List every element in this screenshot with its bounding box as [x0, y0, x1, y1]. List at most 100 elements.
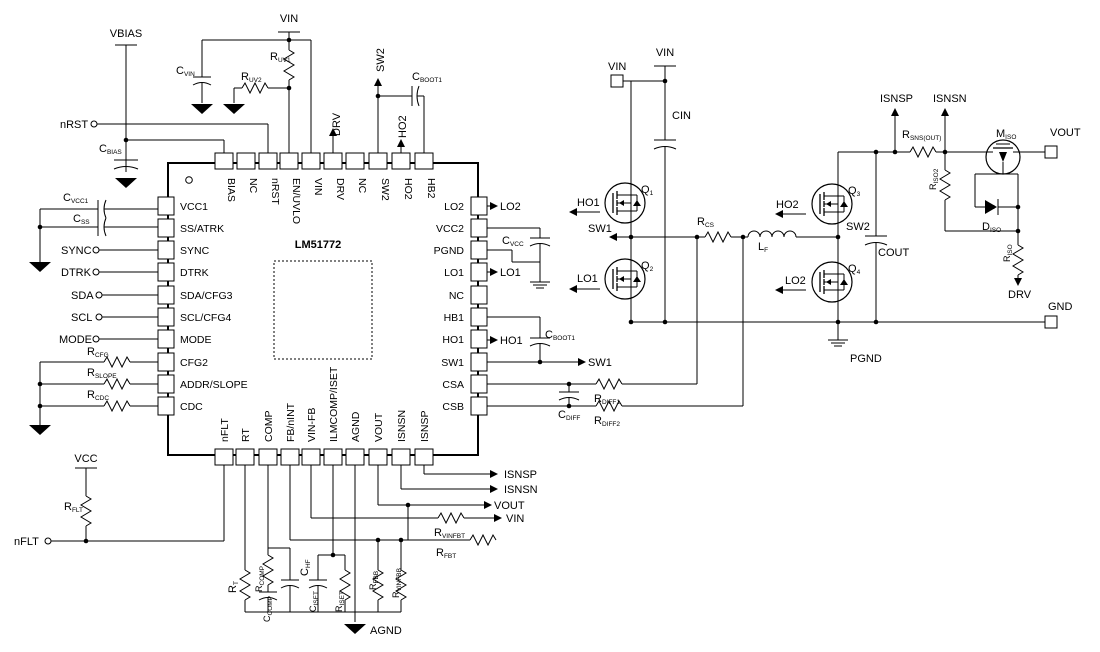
- left-pin-3: [157, 262, 175, 282]
- top-pin-label: EN/UVLO: [290, 178, 302, 224]
- cfg-resistors: RCFG RSLOPE RCDC: [29, 346, 158, 435]
- q1-label: Q1: [641, 184, 654, 197]
- scl-label: SCL: [71, 312, 92, 324]
- nflt-network: VCC RFLT nFLT: [14, 453, 225, 548]
- bottom-pin-2: [258, 448, 278, 466]
- bottom-pin-label: nFLT: [219, 418, 231, 442]
- ic-body: LM51772: [167, 162, 479, 456]
- left-pin-4: [157, 285, 175, 305]
- bottom-pin-8: [391, 448, 411, 466]
- mosfet-q1: Q1: [604, 182, 654, 224]
- sw2-top-label: SW2: [375, 48, 387, 72]
- ciset-label: CISET: [308, 591, 320, 612]
- left-pin-label: CDC: [180, 401, 203, 413]
- lo1-right-label: LO1: [500, 267, 521, 279]
- top-pin-5: [323, 152, 343, 170]
- vcc-label: VCC: [74, 453, 97, 465]
- left-pin-label: MODE: [180, 334, 212, 346]
- diso-label: DISO: [982, 221, 1001, 234]
- top-pin-label: HO2: [402, 178, 414, 200]
- drv-top-label: DRV: [331, 112, 343, 136]
- mosfet-q4: Q4: [811, 261, 861, 303]
- vin-divider: VIN RUV1 CVIN RUV2: [176, 13, 312, 153]
- csa-csb: RDIFF1 RDIFF2 CDIFF: [487, 237, 744, 428]
- bottom-pin-label: ILMCOMP/ISET: [328, 366, 340, 442]
- bottom-passives: RT RCOMP CCOMP CHF CISET RISET: [227, 465, 408, 637]
- top-pin-2: [258, 152, 278, 170]
- isnsn-bottom-label: ISNSN: [504, 484, 538, 496]
- vin-port: [610, 74, 624, 88]
- right-pin-label: HO1: [442, 334, 464, 346]
- ruv1-label: RUV1: [270, 51, 291, 64]
- right-pin-5: [470, 307, 488, 327]
- riso2-label: RISO2: [928, 168, 940, 190]
- vcc2-cap: CVCC: [487, 227, 551, 289]
- sync-label: SYNC: [61, 245, 92, 257]
- cbias-label: CBIAS: [99, 143, 122, 156]
- mosfet-q3: Q3: [811, 183, 861, 225]
- cvcc-label: CVCC: [502, 235, 524, 248]
- q2-label: Q2: [641, 260, 654, 273]
- top-pin-label: NC: [356, 178, 368, 194]
- left-pin-label: DTRK: [180, 267, 209, 279]
- gate-labels: HO1 LO1 HO2 LO2: [569, 197, 806, 294]
- top-pin-label: NC: [247, 178, 259, 194]
- vout-port-label: VOUT: [1050, 127, 1081, 139]
- sw1-right-label: SW1: [588, 357, 612, 369]
- bottom-pin-6: [345, 448, 365, 466]
- isnsp-top-label: ISNSP: [880, 93, 913, 105]
- sw2-top: SW2 CBOOT1: [374, 48, 442, 153]
- mosfet-q2: Q2: [604, 258, 654, 300]
- left-pin-6: [157, 329, 175, 349]
- rvinfbt-label: RVINFBT: [434, 527, 465, 540]
- rflt-label: RFLT: [64, 501, 83, 514]
- left-pin-label: VCC1: [180, 201, 208, 213]
- bottom-pin-0: [214, 448, 234, 466]
- right-pin-label: HB1: [444, 312, 465, 324]
- top-pin-9: [414, 152, 434, 170]
- lf-label: LF: [758, 241, 768, 254]
- ho2-gate-label: HO2: [776, 199, 799, 211]
- dtrk-label: DTRK: [61, 267, 92, 279]
- bottom-pin-label: FB/nINT: [285, 402, 297, 442]
- top-pin-label: nRST: [269, 178, 281, 205]
- top-pin-label: DRV: [334, 178, 346, 200]
- lo1-gate-label: LO1: [577, 273, 598, 285]
- rvinfbb-label: RVINFBB: [391, 568, 403, 598]
- top-pin-4: [301, 152, 321, 170]
- bottom-pin-1: [235, 448, 255, 466]
- top-pin-7: [368, 152, 388, 170]
- rdiff1-label: RDIFF1: [594, 393, 620, 406]
- vin-port-label: VIN: [608, 61, 626, 73]
- top-pin-label: SW2: [379, 178, 391, 201]
- top-pin-8: [391, 152, 411, 170]
- output-stage: COUT PGND RSNS(OUT) ISNSP ISNSN RISO2: [827, 93, 1081, 365]
- bottom-pin-label: AGND: [350, 411, 362, 442]
- left-pin-label: SS/ATRK: [180, 223, 224, 235]
- vcc1-ss-caps: CVCC1 CSS: [29, 192, 158, 272]
- ho2-top-label: HO2: [397, 115, 409, 138]
- gnd-port: [1044, 315, 1058, 329]
- sw1-node-label: SW1: [588, 223, 612, 235]
- sda-label: SDA: [71, 290, 94, 302]
- sw2-node-label: SW2: [846, 221, 870, 233]
- isnsn-top-label: ISNSN: [933, 93, 967, 105]
- right-pin-label: LO1: [444, 267, 464, 279]
- power-input: VIN VIN CIN: [608, 47, 1045, 325]
- bottom-pin-label: ISNSP: [419, 410, 431, 442]
- riset-label: RISET: [334, 591, 346, 612]
- left-pin-5: [157, 307, 175, 327]
- bottom-pin-9: [414, 448, 434, 466]
- left-pin-2: [157, 240, 175, 260]
- bottom-pin-3: [280, 448, 300, 466]
- nflt-label: nFLT: [14, 536, 39, 548]
- cvcc1-label: CVCC1: [63, 192, 89, 205]
- pin-boxes: [157, 152, 488, 466]
- ruv2-label: RUV2: [241, 71, 262, 84]
- bottom-pin-7: [368, 448, 388, 466]
- cdiff-label: CDIFF: [558, 409, 580, 422]
- cboot1-label: CBOOT1: [412, 71, 442, 84]
- cvin-label: CVIN: [176, 65, 195, 78]
- rcs-label: RCS: [697, 216, 715, 229]
